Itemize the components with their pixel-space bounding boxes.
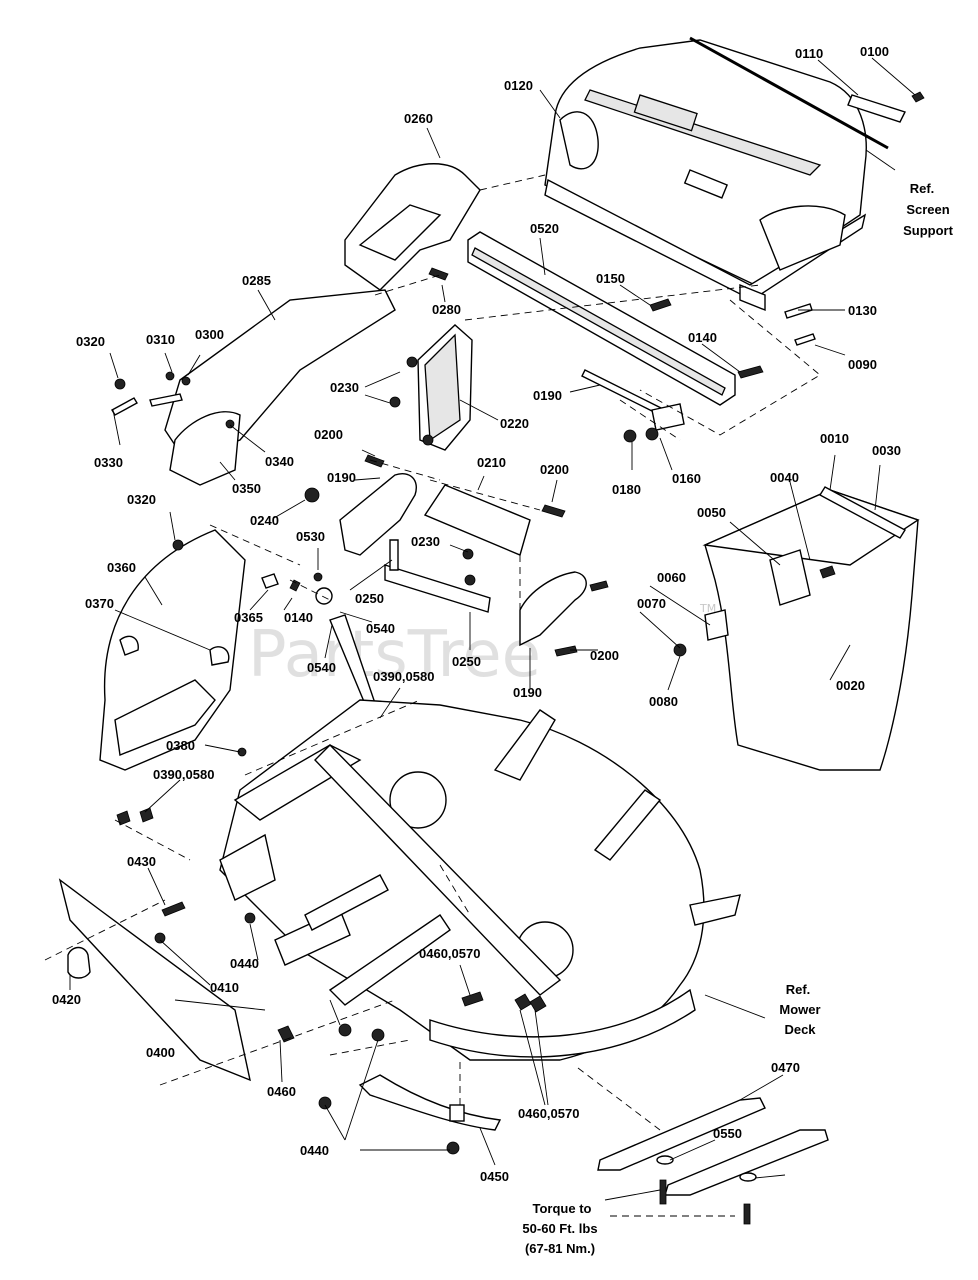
- callout-0420: 0420: [52, 992, 81, 1007]
- callout-0340: 0340: [265, 454, 294, 469]
- callout-0530: 0540: [307, 660, 336, 675]
- callout-0510: 0530: [296, 529, 325, 544]
- callout-0430: 0430: [127, 854, 156, 869]
- callout-0360: 0360: [107, 560, 136, 575]
- callout-0200-b: 0200: [540, 462, 569, 477]
- callout-0400: 0400: [146, 1045, 175, 1060]
- alignment-lines: [44, 174, 821, 1217]
- watermark: PartsTree: [248, 618, 541, 692]
- screen-support-rod: [689, 36, 889, 150]
- callout-0060: 0060: [657, 570, 686, 585]
- anti-scalp-bracket: [358, 1074, 502, 1131]
- ref-mower-deck: Ref. Mower Deck: [779, 982, 820, 1037]
- hinge-brackets: [304, 473, 609, 657]
- callout-0500: 0520: [530, 221, 559, 236]
- leader-lines: [69, 57, 916, 1201]
- callout-0440-a: 0440: [230, 956, 259, 971]
- callout-0290: 0285: [242, 273, 271, 288]
- callout-0250: 0250: [452, 654, 481, 669]
- callout-0190-b: 0190: [513, 685, 542, 700]
- callout-0130: 0130: [848, 303, 877, 318]
- callout-0010: 0010: [820, 431, 849, 446]
- chute-lower: [164, 289, 396, 486]
- catcher-bag: [673, 486, 920, 771]
- callout-0100: 0100: [860, 44, 889, 59]
- deck-hardware: [116, 807, 547, 1155]
- callout-0540-a: 0550: [713, 1126, 742, 1141]
- callout-0200-c: 0200: [590, 648, 619, 663]
- torque-note-line-1: Torque to: [533, 1201, 592, 1216]
- callout-0450: 0450: [480, 1169, 509, 1184]
- ref-screen-support-line-2: Screen: [906, 202, 949, 217]
- callout-0390-a: 0390,0580: [373, 669, 434, 684]
- rear-frame-bar: [467, 231, 764, 406]
- callout-0365: 0365: [234, 610, 263, 625]
- callout-0320-a: 0320: [76, 334, 105, 349]
- callout-0200-a: 0200: [314, 427, 343, 442]
- callout-0460-b: 0460: [267, 1084, 296, 1099]
- callout-0170: 0180: [612, 482, 641, 497]
- callout-0300: 0300: [195, 327, 224, 342]
- part-labels: 0110 0100 0120 0260 0520 0150 0285 0280 …: [52, 44, 901, 1184]
- callout-0470: 0470: [771, 1060, 800, 1075]
- torque-note-line-3: (67-81 Nm.): [525, 1241, 595, 1256]
- lever-assembly: [313, 572, 379, 717]
- callout-0260: 0250: [355, 591, 384, 606]
- callout-0320-b: 0320: [127, 492, 156, 507]
- callout-0140-a: 0140: [688, 330, 717, 345]
- callout-0150: 0150: [596, 271, 625, 286]
- callout-0240: 0240: [250, 513, 279, 528]
- ref-mower-deck-line-2: Mower: [779, 1002, 820, 1017]
- ref-screen-support: Ref. Screen Support: [903, 181, 953, 238]
- deck-side-panel: [58, 878, 251, 1082]
- callout-0280: 0260: [404, 111, 433, 126]
- callout-0520: 0540: [366, 621, 395, 636]
- callout-0285: 0280: [432, 302, 461, 317]
- watermark-tm: TM: [699, 602, 716, 615]
- callout-0460-c: 0460,0570: [518, 1106, 579, 1121]
- callout-0160: 0160: [672, 471, 701, 486]
- chute-housing: [99, 529, 301, 771]
- ref-mower-deck-line-1: Ref.: [786, 982, 811, 997]
- callout-0310: 0310: [146, 332, 175, 347]
- callout-0050: 0050: [697, 505, 726, 520]
- callout-0460-a: 0460,0570: [419, 946, 480, 961]
- catcher-hood: [544, 39, 867, 312]
- callout-0230-a: 0230: [330, 380, 359, 395]
- callout-0210: 0210: [477, 455, 506, 470]
- callout-0190-a: 0190: [327, 470, 356, 485]
- torque-note-line-2: 50-60 Ft. lbs: [522, 1221, 597, 1236]
- mower-deck: [219, 699, 741, 1061]
- rear-frame-hardware: [581, 303, 816, 443]
- callout-0040: 0040: [770, 470, 799, 485]
- callout-0390-b: 0390,0580: [153, 767, 214, 782]
- callout-0440-b: 0440: [300, 1143, 329, 1158]
- callout-0350: 0350: [232, 481, 261, 496]
- callout-0220: 0220: [500, 416, 529, 431]
- ref-screen-support-line-3: Support: [903, 223, 953, 238]
- callout-0140-b: 0140: [284, 610, 313, 625]
- callout-0020: 0020: [836, 678, 865, 693]
- callout-0090: 0090: [848, 357, 877, 372]
- callout-0410: 0410: [210, 980, 239, 995]
- callout-0370: 0370: [85, 596, 114, 611]
- callout-0120: 0120: [504, 78, 533, 93]
- deflector-tray: [364, 454, 566, 613]
- callout-0080: 0080: [649, 694, 678, 709]
- callout-0110: 0110: [795, 46, 823, 61]
- callout-0030: 0030: [872, 443, 901, 458]
- callout-0330: 0330: [94, 455, 123, 470]
- ref-mower-deck-line-3: Deck: [784, 1022, 816, 1037]
- ref-screen-support-line-1: Ref.: [910, 181, 935, 196]
- side-plate: [389, 324, 473, 451]
- mower-blades: [597, 1097, 829, 1225]
- callout-0230-b: 0230: [411, 534, 440, 549]
- callout-0070: 0070: [637, 596, 666, 611]
- chute-top: [344, 163, 481, 291]
- callout-0180: 0190: [533, 388, 562, 403]
- callout-0380: 0380: [166, 738, 195, 753]
- torque-note: Torque to 50-60 Ft. lbs (67-81 Nm.): [522, 1201, 597, 1256]
